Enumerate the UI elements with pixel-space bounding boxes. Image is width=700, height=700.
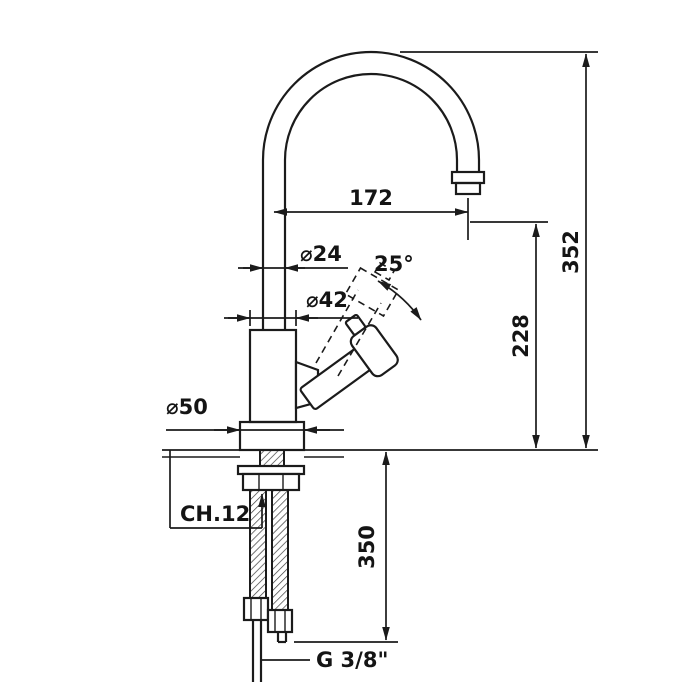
label-thread-size: G 3/8" — [316, 648, 388, 672]
hose-nut-right — [266, 608, 294, 634]
label-outlet-height: 228 — [509, 314, 533, 358]
threaded-shank — [259, 449, 285, 467]
flex-hose-left — [249, 489, 267, 599]
flex-hose-right — [271, 489, 289, 611]
mounting-nut — [241, 472, 301, 492]
mounting-washer — [236, 464, 306, 476]
faucet-outline — [238, 50, 486, 452]
hose-nut-left — [242, 596, 270, 622]
spout-tip-flange — [450, 170, 486, 185]
base-flange — [238, 420, 306, 452]
dim-25deg-arc — [377, 280, 422, 321]
label-pipe-diameter: ⌀24 — [300, 242, 342, 266]
mixer-body — [248, 328, 298, 424]
spout-outer-profile — [261, 50, 481, 330]
label-base-diameter: ⌀50 — [166, 395, 208, 419]
spout-inner-profile — [283, 72, 459, 330]
handle-cap — [349, 324, 399, 378]
counter-and-installation — [162, 449, 598, 682]
spout-aerator — [454, 181, 482, 196]
raised-lever-edge-b — [315, 289, 359, 364]
label-handle-angle: 25° — [374, 252, 414, 276]
dimension-lines — [166, 51, 598, 661]
label-wrench-size: CH.12 — [180, 502, 250, 526]
handle-group — [294, 313, 399, 410]
raised-lever-edge-a — [337, 302, 382, 377]
dimension-labels: 172 352 228 350 ⌀24 ⌀42 ⌀50 25° CH.12 G … — [166, 186, 583, 672]
label-hose-length: 350 — [355, 525, 379, 569]
label-spout-reach: 172 — [349, 186, 393, 210]
label-body-diameter: ⌀42 — [306, 288, 348, 312]
label-total-height: 352 — [559, 230, 583, 274]
raised-handle-pin-outline — [373, 261, 396, 282]
handle-lever-group — [299, 313, 399, 410]
